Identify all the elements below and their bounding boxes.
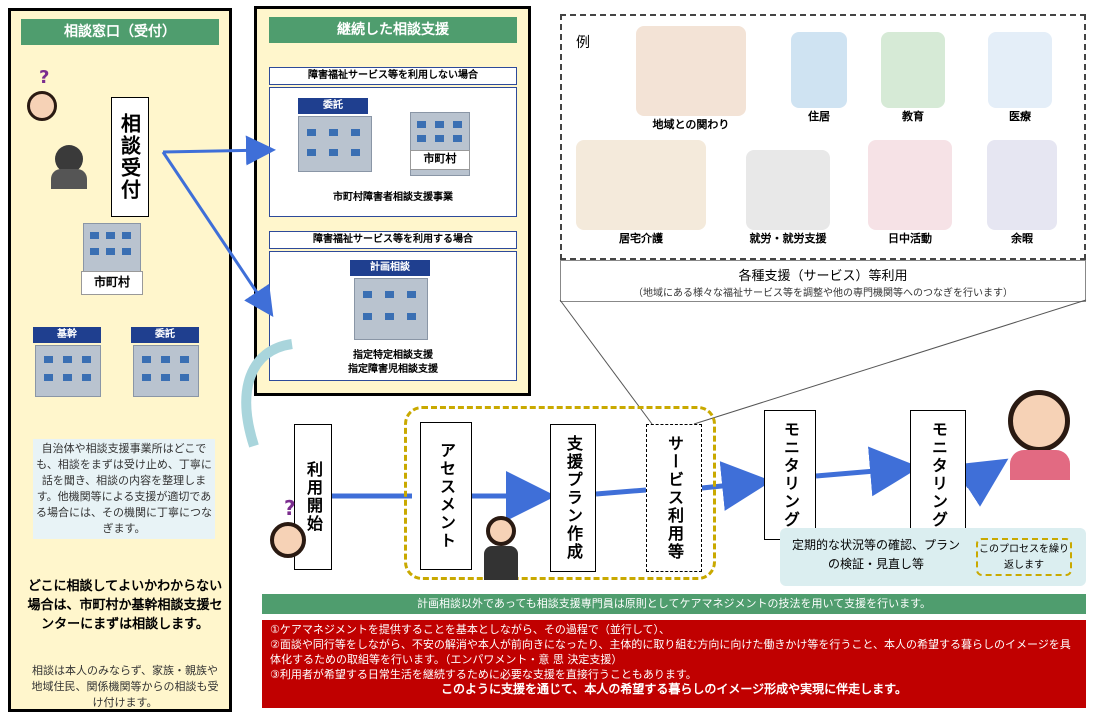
monitoring-note-box: 定期的な状況等の確認、プランの検証・見直し等 このプロセスを繰り返します	[780, 528, 1086, 586]
red-info-box: ①ケアマネジメントを提供することを基本としながら、その過程で（並行して）、 ②面…	[262, 620, 1086, 708]
reception-label: 相談受付	[117, 113, 142, 201]
city-label: 市町村	[81, 271, 143, 295]
step-monitoring-1: モニタリング	[764, 410, 816, 540]
case2-tag: 計画相談	[350, 260, 430, 276]
examples-panel: 例 地域との関わり 住居 教育 医療 居宅介護 就労・就労支援 日中活動 余暇	[560, 14, 1086, 260]
flow-arrow-6	[952, 458, 1009, 507]
community-icon	[636, 26, 746, 116]
red-line-2: ②面談や同行等をしながら、不安の解消や本人が前向きになったり、主体的に取り組む方…	[270, 638, 1071, 666]
person-question-icon: ?	[25, 67, 59, 121]
step-service: サービス利用等	[646, 424, 702, 572]
reception-box: 相談受付	[111, 97, 149, 217]
user-question-icon: ?	[268, 496, 310, 580]
case2-building-icon	[354, 278, 428, 340]
staff-icon	[482, 514, 522, 584]
step-monitoring-2: モニタリング	[910, 410, 966, 540]
examples-caption-sub: （地域にある様々な福祉サービス等を調整や他の専門機関等へのつなぎを行います）	[633, 288, 1013, 299]
case2-box: 計画相談 指定特定相談支援 指定障害児相談支援	[269, 251, 517, 381]
case2-title: 障害福祉サービス等を利用する場合	[269, 231, 517, 249]
case1-box: 委託 市町村 市町村障害者相談支援事業	[269, 87, 517, 217]
itaku-tag: 委託	[131, 327, 199, 343]
example-home-care-label: 居宅介護	[619, 232, 663, 245]
example-employment: 就労・就労支援	[738, 150, 838, 246]
itaku-building-icon	[133, 345, 199, 397]
case2-caption1: 指定特定相談支援	[353, 350, 433, 361]
happy-person-icon	[1004, 386, 1076, 482]
example-housing: 住居	[784, 32, 854, 124]
example-medical-label: 医療	[1009, 110, 1031, 123]
example-education: 教育	[878, 32, 948, 124]
example-housing-label: 住居	[808, 110, 830, 123]
reception-header: 相談窓口（受付）	[21, 19, 219, 45]
flow-arrow-5	[815, 446, 920, 497]
home-care-icon	[576, 140, 706, 230]
step-plan-label: 支援プラン作成	[564, 435, 583, 561]
red-line-3: ③利用者が希望する日常生活を継続するために必要な支援を直接行うこともあります。	[270, 668, 697, 681]
step-assessment-label: アセスメント	[437, 442, 456, 550]
worried-person-icon	[51, 141, 91, 191]
employment-icon	[746, 150, 830, 230]
guide-line-right	[693, 299, 1087, 425]
example-leisure: 余暇	[982, 140, 1062, 246]
red-line-4: このように支援を通じて、本人の希望する暮らしのイメージ形成や実現に伴走します。	[441, 682, 907, 696]
kikan-building-icon	[35, 345, 101, 397]
kikan-tag: 基幹	[33, 327, 101, 343]
flow-arrow-3	[595, 487, 647, 497]
red-line-1: ①ケアマネジメントを提供することを基本としながら、その過程で（並行して）、	[270, 623, 671, 636]
case1-caption: 市町村障害者相談支援事業	[333, 192, 453, 203]
medical-icon	[988, 32, 1052, 108]
examples-rei: 例	[576, 35, 590, 51]
continued-support-panel: 継続した相談支援 障害福祉サービス等を利用しない場合 委託 市町村 市町村障害者…	[254, 6, 531, 396]
daytime-activity-icon	[868, 140, 952, 230]
arrow-to-case2	[161, 151, 274, 317]
house-icon	[791, 32, 847, 108]
education-icon	[881, 32, 945, 108]
example-employment-label: 就労・就労支援	[749, 232, 827, 245]
example-daytime: 日中活動	[862, 140, 958, 246]
arrow-to-case1	[162, 135, 276, 166]
reception-panel: 相談窓口（受付） ? 相談受付 市町村 基幹 委託 自治体や相談支援事業所はどこ…	[8, 8, 232, 712]
curved-arrow	[241, 339, 293, 448]
case1-title: 障害福祉サービス等を利用しない場合	[269, 67, 517, 85]
case1-itaku-building-icon	[298, 116, 372, 172]
flow-arrow-4	[701, 461, 772, 511]
step-monitoring-1-label: モニタリング	[781, 421, 800, 529]
leisure-icon	[987, 140, 1057, 230]
step-monitoring-2-label: モニタリング	[929, 421, 948, 529]
service-process-frame	[404, 406, 716, 580]
step-plan: 支援プラン作成	[550, 424, 596, 572]
repeat-note: このプロセスを繰り返します	[976, 538, 1072, 576]
examples-caption-box: 各種支援（サービス）等利用 （地域にある様々な福祉サービス等を調整や他の専門機関…	[560, 260, 1086, 302]
monitoring-note: 定期的な状況等の確認、プランの検証・見直し等	[791, 538, 960, 571]
case1-city-label: 市町村	[410, 150, 470, 170]
bold-note: どこに相談してよいかわからない場合は、市町村か基幹相談支援センターにまずは相談し…	[27, 579, 223, 632]
green-info-bar: 計画相談以外であっても相談支援専門員は原則としてケアマネジメントの技法を用いて支…	[262, 594, 1086, 614]
example-leisure-label: 余暇	[1011, 232, 1033, 245]
example-daytime-label: 日中活動	[888, 232, 932, 245]
case1-itaku-tag: 委託	[298, 98, 368, 114]
step-start-label: 利用開始	[304, 461, 323, 533]
case2-caption2: 指定障害児相談支援	[348, 364, 438, 375]
foot-note: 相談は本人のみならず、家族・親族や地域住民、関係機関等からの相談も受け付けます。	[31, 664, 219, 709]
reception-description: 自治体や相談支援事業所はどこでも、相談をまずは受け止め、丁寧に話を聞き、相談の内…	[33, 439, 215, 539]
example-education-label: 教育	[902, 110, 924, 123]
example-community: 地域との関わり	[626, 26, 756, 132]
step-service-label: サービス利用等	[665, 435, 684, 561]
example-community-label: 地域との関わり	[652, 118, 730, 131]
guide-line-left	[559, 299, 653, 425]
example-home-care: 居宅介護	[566, 140, 716, 246]
example-medical: 医療	[982, 32, 1058, 124]
step-assessment: アセスメント	[420, 422, 472, 570]
examples-caption-main: 各種支援（サービス）等利用	[738, 269, 908, 284]
continued-support-header: 継続した相談支援	[269, 17, 517, 43]
